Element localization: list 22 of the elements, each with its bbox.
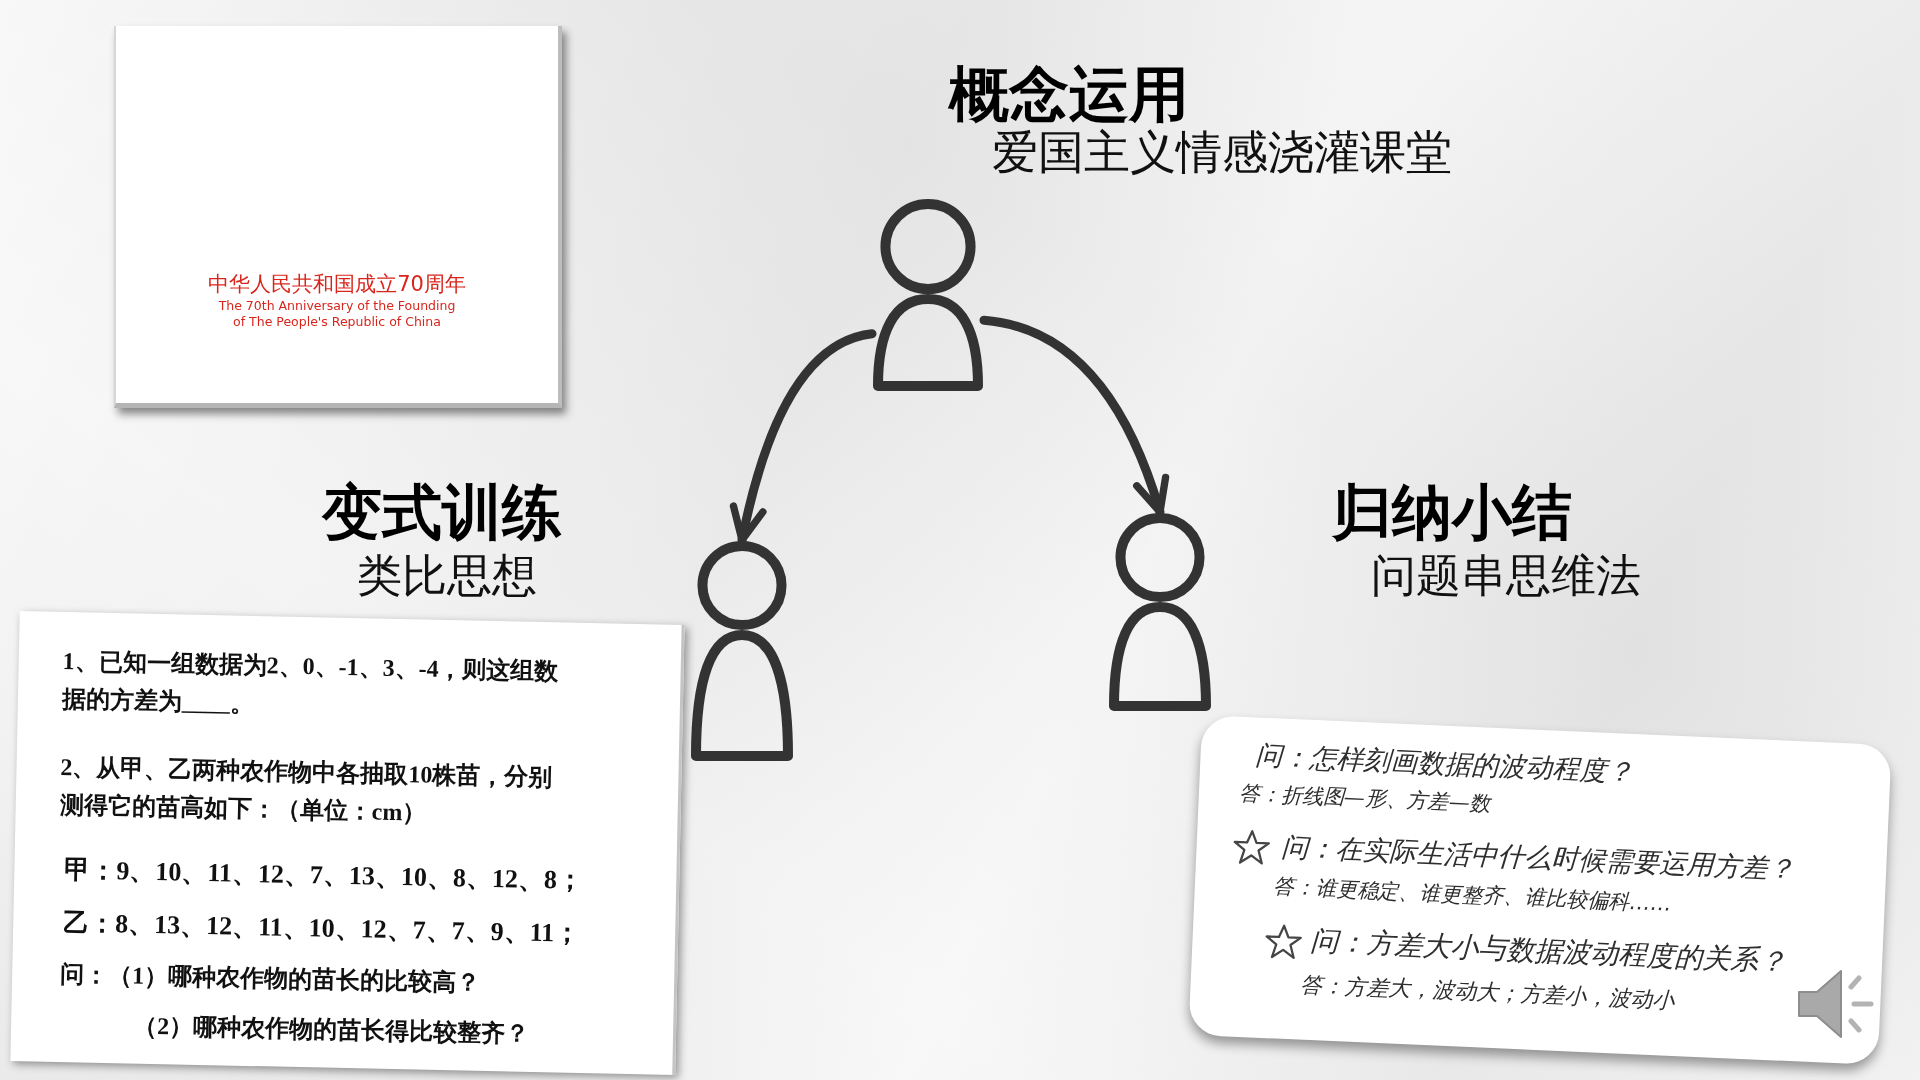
person-icon — [690, 540, 794, 762]
exercise-card — [10, 611, 685, 1075]
exercise-question: （2）哪种农作物的苗长得比较整齐？ — [132, 1011, 530, 1049]
anniversary-title: 中华人民共和国成立70周年 — [208, 271, 466, 298]
person-icon — [872, 198, 984, 392]
section-heading: 归纳小结 — [1332, 478, 1572, 547]
answer-text: 答：方差大，波动大；方差小，波动小 — [1300, 971, 1675, 1015]
person-icon — [1108, 512, 1212, 712]
exercise-question: 2、从甲、乙两种农作物中各抽取10株苗，分别测得它的苗高如下：（单位：cm） — [59, 753, 554, 829]
section-subheading: 爱国主义情感浇灌课堂 — [992, 126, 1452, 179]
anniversary-card — [114, 26, 562, 408]
anniversary-subtitle: The 70th Anniversary of the Founding of The People's Republic of China — [217, 298, 457, 331]
section-heading: 概念运用 — [949, 60, 1189, 129]
section-subheading: 类比思想 — [357, 550, 537, 602]
qa-card — [1188, 715, 1892, 1065]
exercise-question: 问：（1）哪种农作物的苗长的比较高？ — [59, 960, 481, 998]
exercise-question: 1、已知一组数据为2、0、-1、3、-4，则这组数据的方差为____。 — [61, 647, 560, 719]
data-row-text: 乙：8、13、12、11、10、12、7、7、9、11； — [62, 907, 581, 950]
section-subheading: 问题串思维法 — [1371, 550, 1641, 602]
section-heading: 变式训练 — [322, 478, 562, 547]
answer-text: 答：折线图—形、方差—数 — [1238, 779, 1492, 818]
data-row-text: 甲：9、10、11、12、7、13、10、8、12、8； — [64, 854, 584, 897]
